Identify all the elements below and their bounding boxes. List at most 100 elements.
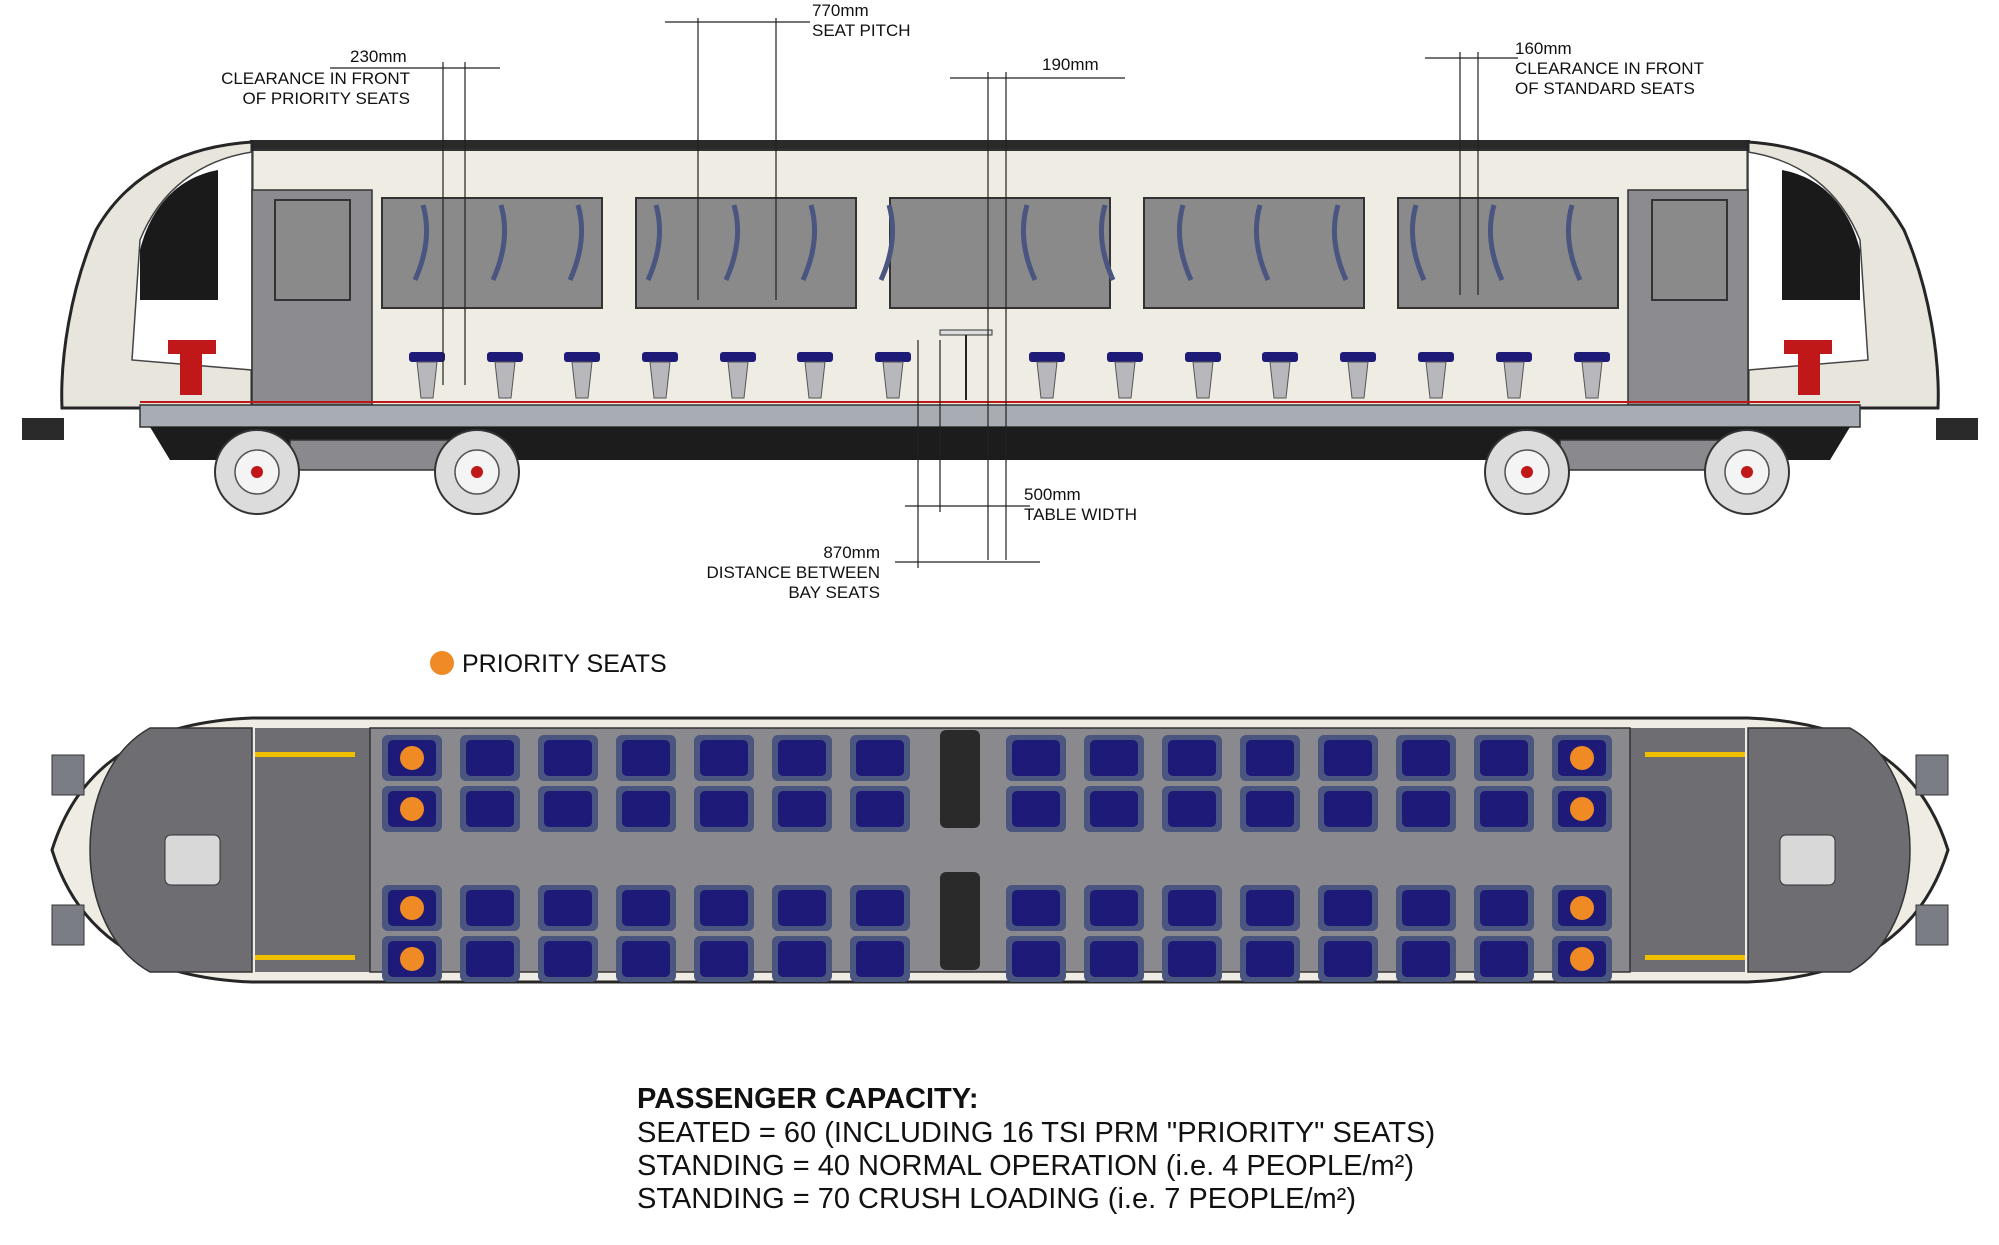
seat-plan <box>1552 936 1612 982</box>
coupler-left <box>22 418 64 440</box>
seat-plan <box>772 885 832 931</box>
seat-plan <box>850 936 910 982</box>
dim-label-770: SEAT PITCH <box>812 21 911 40</box>
seat-plan <box>1474 786 1534 832</box>
seat-plan <box>1006 735 1066 781</box>
capacity-line-3: STANDING = 70 CRUSH LOADING (i.e. 7 PEOP… <box>637 1183 1356 1215</box>
seat-plan <box>616 735 676 781</box>
window <box>1397 197 1619 309</box>
side-seats <box>409 204 1610 399</box>
seat-plan <box>1240 885 1300 931</box>
legend-priority-label: PRIORITY SEATS <box>462 650 667 678</box>
dim-190 <box>950 72 1125 560</box>
seat-side <box>564 204 600 399</box>
capacity-block: PASSENGER CAPACITY: SEATED = 60 (INCLUDI… <box>637 1083 1435 1215</box>
seat-plan <box>382 936 442 982</box>
seat-plan <box>1162 885 1222 931</box>
window <box>381 197 603 309</box>
dim-table-width <box>905 340 1030 512</box>
seat-plan <box>694 735 754 781</box>
seat-side <box>1020 204 1065 399</box>
seat-plan <box>1396 735 1456 781</box>
seat-plan <box>1006 885 1066 931</box>
capacity-heading: PASSENGER CAPACITY: <box>637 1083 979 1115</box>
seat-plan <box>1084 936 1144 982</box>
side-windows <box>381 197 1619 309</box>
bogie-right <box>1484 429 1790 515</box>
dim-label-230-1: CLEARANCE IN FRONT <box>221 69 410 88</box>
seat-plan <box>1240 936 1300 982</box>
seat-plan <box>538 735 598 781</box>
seat-plan <box>694 786 754 832</box>
seat-plan <box>616 786 676 832</box>
seat-plan <box>1006 786 1066 832</box>
seat-side <box>1176 204 1221 399</box>
seat-plan <box>694 936 754 982</box>
dim-label-160-1: CLEARANCE IN FRONT <box>1515 59 1704 78</box>
seat-side <box>409 204 445 399</box>
capacity-line-2: STANDING = 40 NORMAL OPERATION (i.e. 4 P… <box>637 1150 1414 1182</box>
seat-side <box>1487 204 1532 399</box>
seat-side <box>642 204 678 399</box>
seat-plan <box>1396 786 1456 832</box>
dim-label-870-2: BAY SEATS <box>788 583 880 602</box>
seat-plan <box>1552 885 1612 931</box>
dim-seat-pitch <box>665 18 810 300</box>
seat-plan <box>538 885 598 931</box>
dim-value-190: 190mm <box>1042 55 1099 74</box>
seat-plan <box>616 936 676 982</box>
seat-side <box>1565 204 1610 399</box>
plan-seats <box>382 735 1612 982</box>
dim-value-500: 500mm <box>1024 485 1081 504</box>
window <box>1143 197 1365 309</box>
seat-plan <box>1240 786 1300 832</box>
window <box>635 197 857 309</box>
dim-bay-distance <box>895 340 1040 568</box>
seat-side <box>1331 204 1376 399</box>
seat-plan <box>1552 786 1612 832</box>
seat-plan <box>772 786 832 832</box>
dim-label-500: TABLE WIDTH <box>1024 505 1137 524</box>
seat-plan <box>850 885 910 931</box>
capacity-line-1: SEATED = 60 (INCLUDING 16 TSI PRM "PRIOR… <box>637 1117 1435 1149</box>
dim-value-230: 230mm <box>350 47 407 66</box>
seat-plan <box>1084 786 1144 832</box>
seat-plan <box>1318 936 1378 982</box>
dim-value-160: 160mm <box>1515 39 1572 58</box>
side-elevation: 230mm CLEARANCE IN FRONT OF PRIORITY SEA… <box>22 1 1978 602</box>
seat-plan <box>460 885 520 931</box>
seat-plan <box>1318 735 1378 781</box>
priority-seat-marker <box>400 746 424 770</box>
seat-plan <box>1318 885 1378 931</box>
dim-label-160-2: OF STANDARD SEATS <box>1515 79 1695 98</box>
underframe <box>150 427 1850 460</box>
seat-plan <box>1084 885 1144 931</box>
seat-plan <box>1162 735 1222 781</box>
seat-side <box>1409 204 1454 399</box>
seat-plan <box>850 735 910 781</box>
seat-plan <box>538 936 598 982</box>
dim-clearance-priority <box>330 62 500 385</box>
dim-label-870-1: DISTANCE BETWEEN <box>707 563 880 582</box>
seat-plan <box>460 786 520 832</box>
seat-plan <box>1162 936 1222 982</box>
seat-plan <box>850 786 910 832</box>
seat-side <box>720 204 756 399</box>
seat-plan <box>382 735 442 781</box>
legend: PRIORITY SEATS <box>430 650 667 678</box>
seat-plan <box>1396 936 1456 982</box>
plan-view <box>50 716 1950 984</box>
seat-plan <box>538 786 598 832</box>
seat-side <box>797 204 833 399</box>
dim-clearance-standard <box>1425 52 1518 295</box>
seat-plan <box>1318 786 1378 832</box>
dim-value-870: 870mm <box>823 543 880 562</box>
vestibule-left <box>255 728 370 972</box>
seat-plan <box>460 936 520 982</box>
bogie-left <box>214 429 520 515</box>
seat-side <box>487 204 523 399</box>
seat-plan <box>772 936 832 982</box>
seat-plan <box>382 885 442 931</box>
vestibule-right <box>1630 728 1745 972</box>
seat-plan <box>1474 936 1534 982</box>
